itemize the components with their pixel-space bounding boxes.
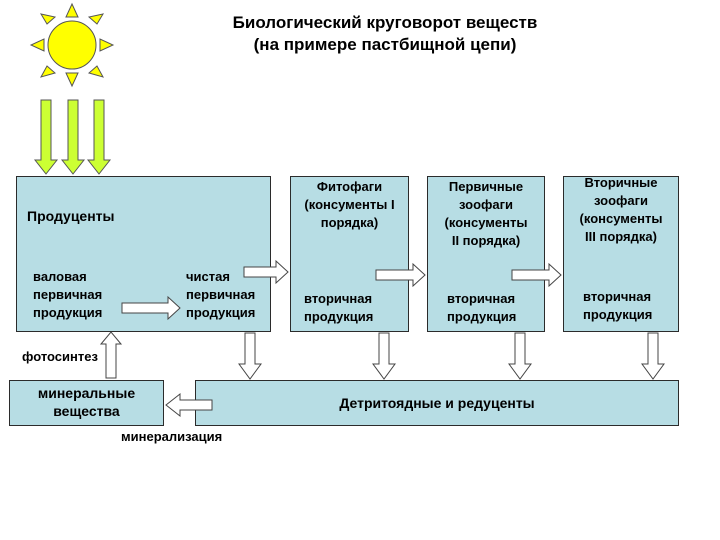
secondary-zoophages-box (563, 176, 679, 332)
phytophages-to-primary-arrow (375, 262, 426, 288)
title-line-1: Биологический круговорот веществ (232, 13, 538, 32)
minerals-box (9, 380, 164, 426)
phytophages-to-detritus-arrow (372, 332, 396, 380)
gross-to-net-arrow (121, 295, 181, 321)
detritivores-box (195, 380, 679, 426)
phytophages-secondary-production: вторичная продукция (304, 291, 374, 324)
sunbeam-arrows (33, 99, 112, 175)
primary-to-detritus-arrow (508, 332, 532, 380)
phytophages-box (290, 176, 409, 332)
phytophages-title: Фитофаги (консументы I порядка) (304, 179, 395, 230)
sunbeam-arrow (86, 99, 112, 175)
diagram-title: Биологический круговорот веществ (на при… (160, 12, 610, 56)
minerals-title: минеральные вещества (37, 385, 136, 419)
photosynthesis-label: фотосинтез (22, 349, 98, 364)
primary-to-secondary-arrow (511, 262, 562, 288)
mineralization-arrow (165, 392, 213, 418)
detritivores-title: Детритоядные и редуценты (339, 395, 535, 411)
trophic-flow-arrows (99, 259, 665, 418)
producers-to-detritus-arrow (238, 332, 262, 380)
photosynthesis-arrow (99, 331, 123, 379)
sunbeam-arrow (33, 99, 59, 175)
gross-primary-production: валовая первичная продукция (33, 269, 103, 320)
primary-zoophages-box (427, 176, 545, 332)
producers-to-phytophages-arrow (243, 259, 289, 285)
producers-title: Продуценты (27, 208, 115, 224)
mineralization-label: минерализация (121, 429, 223, 444)
sun-icon (29, 2, 115, 88)
secondary-zoophages-secondary-production: вторичная продукция (583, 289, 653, 322)
secondary-zoophages-title: Вторичные зоофаги (консументы III порядк… (579, 175, 663, 244)
primary-zoophages-title: Первичные зоофаги (консументы II порядка… (444, 179, 528, 248)
net-primary-production: чистая первичная продукция (186, 269, 256, 320)
primary-zoophages-secondary-production: вторичная продукция (447, 291, 517, 324)
sunbeam-arrow (60, 99, 86, 175)
title-line-2: (на примере пастбищной цепи) (253, 35, 517, 54)
secondary-to-detritus-arrow (641, 332, 665, 380)
